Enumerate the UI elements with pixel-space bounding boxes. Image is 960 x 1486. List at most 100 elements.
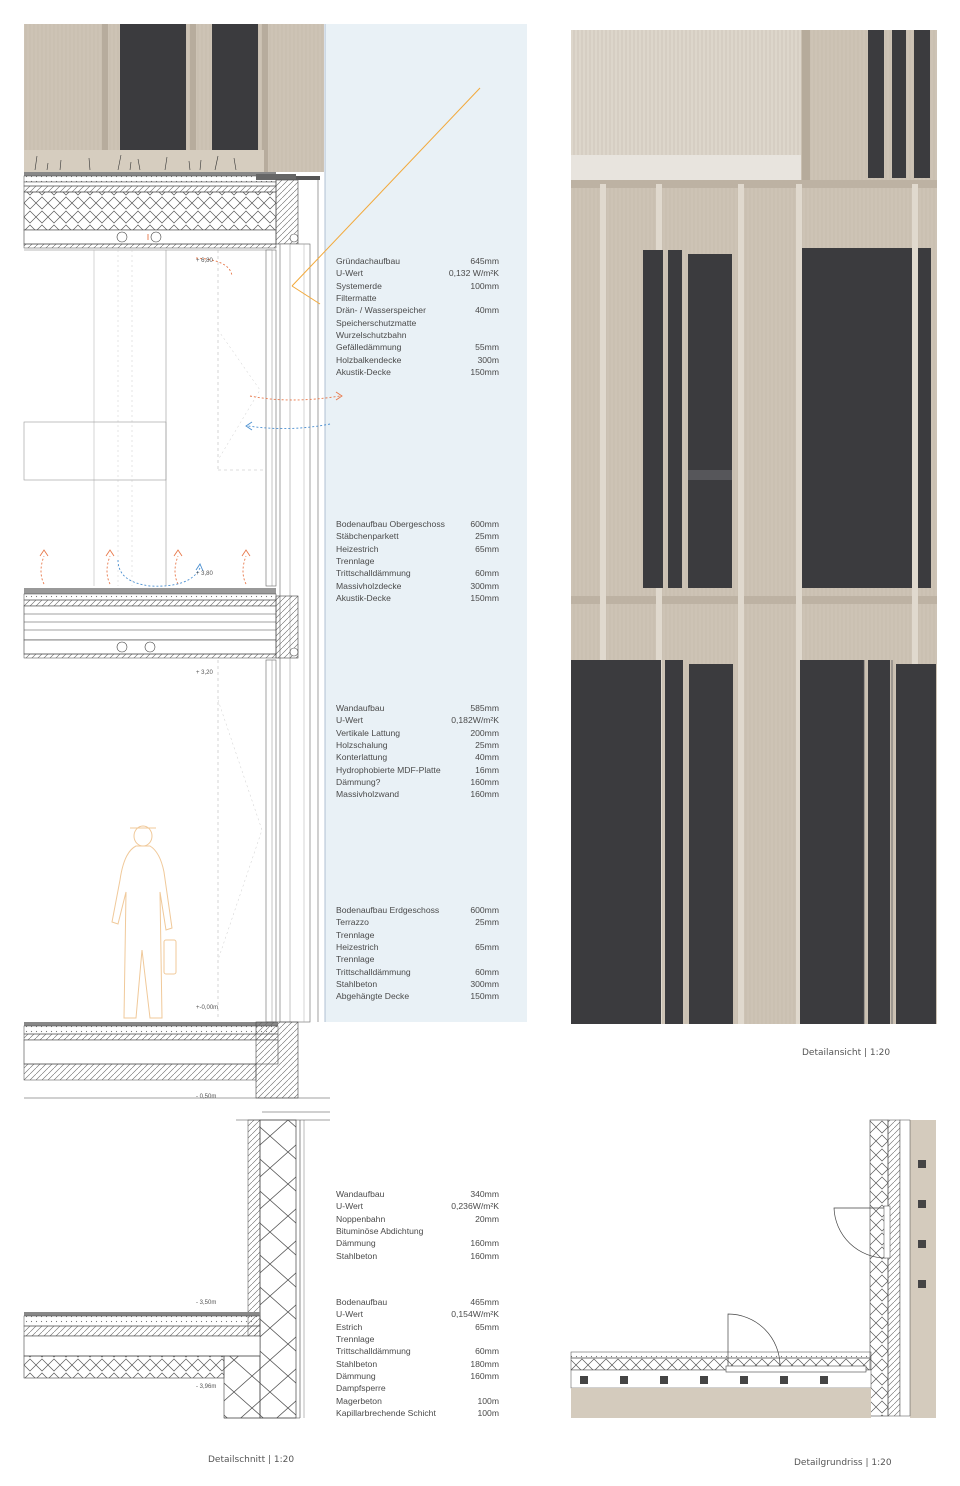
spec-label: Wurzelschutzbahn <box>336 330 407 341</box>
spec-value: 65mm <box>475 1321 499 1332</box>
spec-value: 150mm <box>470 991 499 1002</box>
caption-elevation: Detailansicht | 1:20 <box>802 1048 891 1058</box>
detail-plan <box>570 1119 936 1418</box>
spec-value: 600mm <box>470 519 499 529</box>
spec-value: 20mm <box>475 1213 499 1224</box>
spec-label: Heizestrich <box>336 543 379 554</box>
upper-floor-slab <box>23 588 299 659</box>
spec-value: 100mm <box>470 280 499 291</box>
spec-label: Bodenaufbau <box>336 1297 388 1307</box>
spec-value: 55mm <box>475 342 499 353</box>
spec-label: Wandaufbau <box>336 703 385 713</box>
spec-label: Dämmung <box>336 1371 376 1382</box>
spec-label: Bodenaufbau Erdgeschoss <box>336 905 440 915</box>
spec-value: 25mm <box>475 740 499 751</box>
spec-label: Stahlbeton <box>336 1358 378 1369</box>
spec-value: 25mm <box>475 917 499 928</box>
spec-label: Trennlage <box>336 1334 375 1345</box>
spec-label: Konterlattung <box>336 752 388 763</box>
caption-section: Detailschnitt | 1:20 <box>208 1455 295 1465</box>
spec-value: 150mm <box>470 593 499 604</box>
spec-row: Dampfsperre <box>336 1382 499 1394</box>
ground-floor-slab <box>23 1021 330 1113</box>
spec-value: 160mm <box>470 777 499 788</box>
spec-value: 0,132 W/m²K <box>448 268 499 279</box>
spec-value: 150mm <box>470 367 499 378</box>
spec-label: U-Wert <box>336 1309 364 1320</box>
spec-value: 60mm <box>475 568 499 579</box>
spec-value: 40mm <box>475 305 499 316</box>
spec-row: Trennlage <box>336 1333 499 1345</box>
spec-row: Filtermatte <box>336 292 499 304</box>
person-figure <box>111 825 177 1019</box>
basement-wall <box>236 1119 330 1419</box>
spec-label: Holzbalkendecke <box>336 354 402 365</box>
level-marker: + 3,80 <box>196 571 213 577</box>
spec-value: 465mm <box>470 1297 499 1307</box>
spec-label: Dämmung <box>336 1238 376 1249</box>
spec-label: Stahlbeton <box>336 979 378 990</box>
level-marker: + 6,80 <box>196 258 213 264</box>
spec-label: Estrich <box>336 1321 363 1332</box>
spec-value: 0,182W/m²K <box>451 715 499 726</box>
spec-value: 585mm <box>470 703 499 713</box>
spec-value: 0,154W/m²K <box>451 1309 499 1320</box>
spec-value: 25mm <box>475 531 499 542</box>
roof-buildup <box>23 172 320 249</box>
ground-storey-room <box>111 659 277 1023</box>
spec-label: U-Wert <box>336 268 364 279</box>
spec-row: Magerbeton 100m <box>336 1395 499 1407</box>
spec-label: Filtermatte <box>336 293 377 304</box>
spec-label: Trennlage <box>336 556 375 567</box>
spec-label: Bodenaufbau Obergeschoss <box>336 519 445 529</box>
spec-row: Trennlage <box>336 929 499 941</box>
spec-label: Bituminöse Abdichtung <box>336 1226 424 1237</box>
spec-label: Dampfsperre <box>336 1383 386 1394</box>
level-marker: - 3,50m <box>196 1300 217 1306</box>
spec-row: Dämmung 160mm <box>336 1237 499 1249</box>
spec-label: U-Wert <box>336 1201 364 1212</box>
spec-label: Wandaufbau <box>336 1189 385 1199</box>
spec-label: Stäbchenparkett <box>336 531 399 542</box>
spec-row: Bodenaufbau Obergeschoss 600mm <box>336 518 499 530</box>
spec-value: 100m <box>477 1395 500 1406</box>
spec-row: Speicherschutzmatte <box>336 317 499 329</box>
spec-row: Wandaufbau 585mm <box>336 702 499 714</box>
level-marker: - 3,96m <box>196 1384 217 1390</box>
upper-storey-room <box>23 249 277 587</box>
spec-row: Gefälledämmung 55mm <box>336 341 499 353</box>
spec-row: Trennlage <box>336 555 499 567</box>
spec-value: 160mm <box>470 1238 499 1249</box>
spec-label: Dämmung? <box>336 777 381 788</box>
spec-value: 60mm <box>475 966 499 977</box>
spec-label: Gefälledämmung <box>336 342 402 353</box>
spec-row: Trennlage <box>336 953 499 965</box>
spec-label: Drän- / Wasserspeicher <box>336 305 426 316</box>
spec-value: 300mm <box>470 580 499 591</box>
spec-value: 300mm <box>470 979 499 990</box>
spec-row: Wurzelschutzbahn <box>336 329 499 341</box>
level-marker: +-0,00m <box>196 1005 219 1011</box>
spec-row: U-Wert 0,132 W/m²K <box>336 267 499 279</box>
detail-section <box>23 24 527 1419</box>
spec-label: Magerbeton <box>336 1395 382 1406</box>
spec-value: 300m <box>477 354 500 365</box>
spec-row: Bodenaufbau 465mm <box>336 1296 499 1308</box>
